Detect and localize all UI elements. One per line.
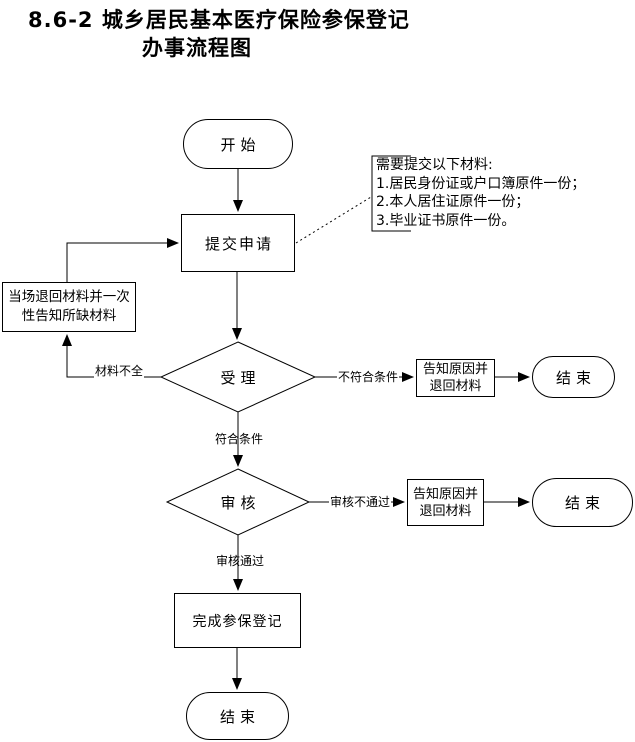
review-diamond-shape (165, 468, 311, 536)
note-item: 1.居民身份证或户口簿原件一份； (376, 175, 586, 192)
accept-diamond-shape (159, 341, 317, 413)
notify-return-box-1: 告知原因并退回材料 (416, 359, 495, 397)
edge-label-review-passed: 审核通过 (216, 554, 265, 568)
page-title: 8.6-2 城乡居民基本医疗保险参保登记 (28, 8, 410, 32)
submit-request-node: 提交申请 (181, 214, 295, 272)
note-title: 需要提交以下材料: (376, 157, 493, 173)
end-node-1: 结束 (532, 356, 615, 398)
note-item: 3.毕业证书原件一份。 (376, 212, 516, 229)
review-decision-label: 审核 (220, 493, 261, 512)
note-annotation: 需要提交以下材料: 1.居民身份证或户口簿原件一份； 2.本人居住证原件一份； … (376, 156, 585, 230)
end-node-2: 结束 (532, 478, 633, 527)
edge-label-materials-incomplete: 材料不全 (94, 364, 145, 378)
edge-label-not-qualified: 不符合条件 (337, 370, 400, 384)
end-node-final: 结束 (186, 692, 289, 740)
note-bracket (371, 155, 411, 232)
notify-return-box-2: 告知原因并退回材料 (407, 479, 484, 526)
edge-label-review-failed: 审核不通过 (329, 495, 392, 509)
edge-label-qualified: 符合条件 (215, 432, 264, 446)
connector-note-dashed (295, 196, 372, 244)
note-item: 2.本人居住证原件一份； (376, 194, 530, 210)
page-subtitle: 办事流程图 (142, 36, 252, 60)
start-node: 开始 (183, 119, 293, 169)
complete-registration-node: 完成参保登记 (174, 593, 301, 648)
accept-decision-label: 受理 (220, 368, 261, 387)
return-materials-node: 当场退回材料并一次性告知所缺材料 (2, 282, 136, 332)
connector-return-submit (66, 238, 179, 282)
